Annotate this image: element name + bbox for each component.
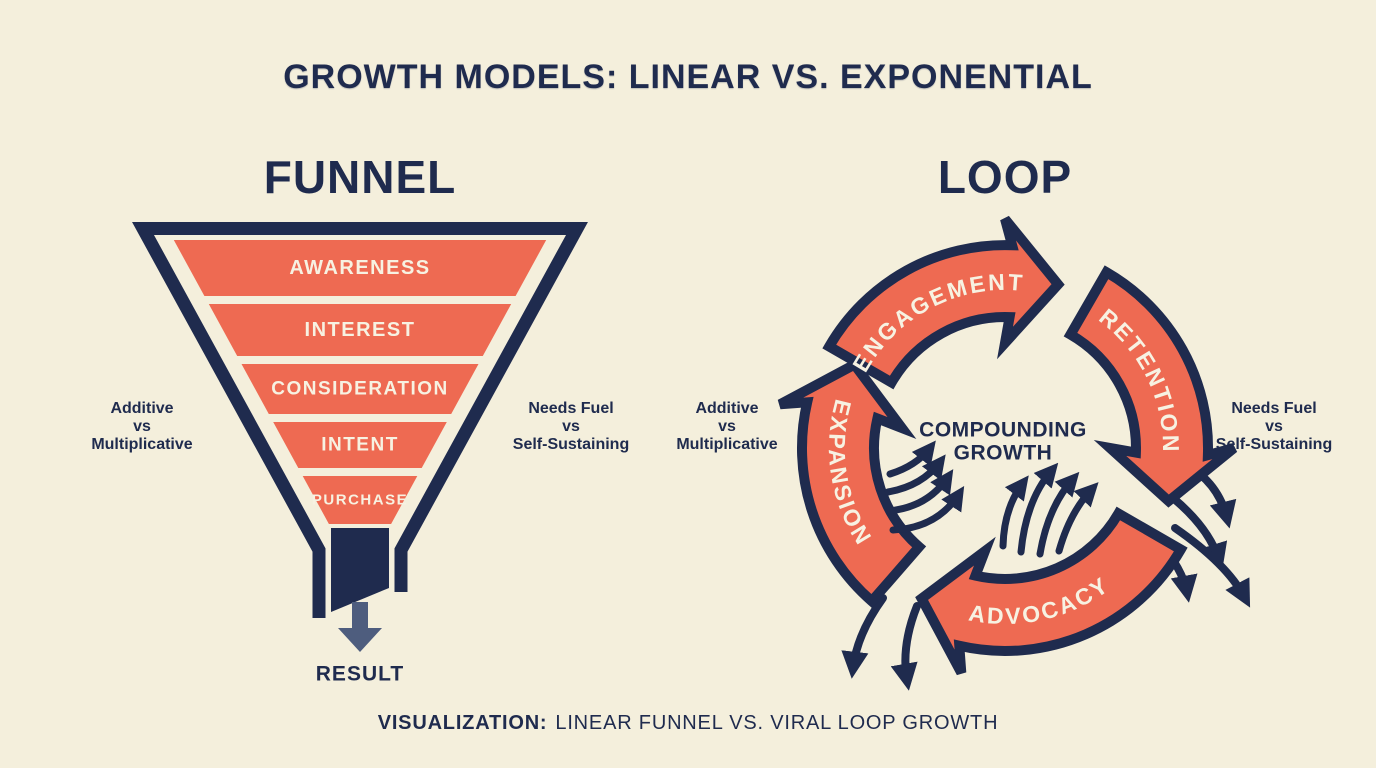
loop-center-label-line1: COMPOUNDING: [919, 419, 1087, 442]
compounding-arrows-left-icon: [884, 440, 965, 534]
note-line: Multiplicative: [91, 436, 193, 453]
note-line: vs: [1265, 418, 1283, 435]
caption-lead: VISUALIZATION:: [377, 712, 548, 734]
loop-diagram: ENGAGEMENT RETENTION ADVOCACY EXPANSION …: [777, 215, 1251, 691]
funnel-result-label: RESULT: [316, 663, 404, 686]
note-line: Self-Sustaining: [512, 436, 630, 453]
down-arrow-icon: [338, 602, 382, 652]
funnel-stage-label: INTEREST: [305, 319, 416, 341]
infographic-title: GROWTH MODELS: LINEAR VS. EXPONENTIAL: [283, 58, 1093, 96]
funnel-stage-label: CONSIDERATION: [271, 379, 448, 400]
caption: VISUALIZATION: LINEAR FUNNEL VS. VIRAL LO…: [0, 712, 1376, 735]
note-line: vs: [562, 418, 580, 435]
funnel-band-interest: [208, 304, 512, 356]
note-line: vs: [718, 418, 736, 435]
loop-center-label-line2: GROWTH: [954, 442, 1053, 465]
loop-arrow-engagement: [822, 215, 1065, 390]
funnel-spout: [331, 528, 389, 612]
note-line: Self-Sustaining: [1215, 436, 1333, 453]
loop-left-note: Additive vs Multiplicative: [617, 400, 837, 454]
note-line: Needs Fuel: [528, 400, 614, 417]
funnel-diagram: AWARENESS INTEREST CONSIDERATION INTENT …: [132, 222, 588, 686]
funnel-band-intent: [273, 422, 447, 468]
funnel-heading: FUNNEL: [263, 151, 457, 203]
funnel-stage-label: AWARENESS: [289, 257, 430, 279]
funnel-right-note: Needs Fuel vs Self-Sustaining: [461, 400, 681, 454]
note-line: Multiplicative: [676, 436, 778, 453]
viral-spray-arrows-icon: [841, 456, 1251, 691]
funnel-stage-label: PURCHASE: [312, 492, 408, 509]
funnel-left-note: Additive vs Multiplicative: [32, 400, 252, 454]
funnel-band-awareness: [173, 240, 547, 296]
loop-arrow-retention: [1063, 265, 1238, 508]
note-line: Additive: [695, 400, 759, 417]
funnel-stage-label: INTENT: [321, 435, 399, 456]
note-line: Additive: [110, 400, 174, 417]
note-line: Needs Fuel: [1231, 400, 1317, 417]
compounding-arrows-right-icon: [999, 462, 1099, 558]
loop-heading: LOOP: [937, 151, 1073, 203]
loop-right-note: Needs Fuel vs Self-Sustaining: [1164, 400, 1376, 454]
loop-arrow-advocacy: [915, 506, 1188, 676]
funnel-outline: [132, 222, 588, 618]
note-line: vs: [133, 418, 151, 435]
funnel-band-consideration: [241, 364, 479, 414]
funnel-band-purchase: [302, 476, 418, 524]
caption-text: LINEAR FUNNEL VS. VIRAL LOOP GROWTH: [555, 712, 999, 734]
